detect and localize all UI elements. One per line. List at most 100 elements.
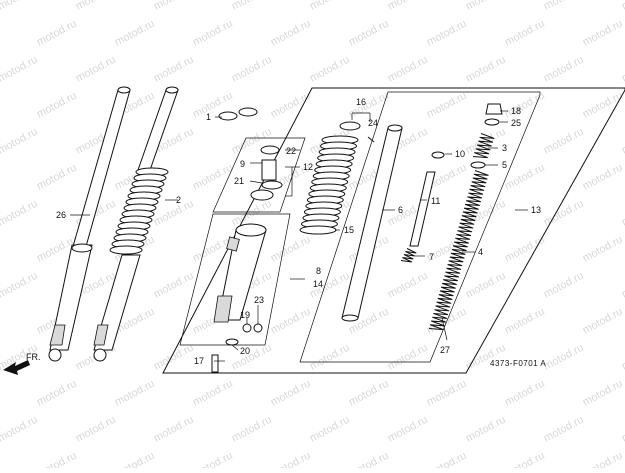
watermark-text: motod.ru xyxy=(269,90,313,121)
callout-8: 8 xyxy=(316,266,321,276)
watermark-text: motod.ru xyxy=(308,414,352,445)
callout-6: 6 xyxy=(398,205,403,215)
watermark-text: motod.ru xyxy=(191,162,235,193)
callout-22: 22 xyxy=(286,146,296,156)
watermark-text: motod.ru xyxy=(464,414,508,445)
diagram-code: 4373-F0701 A xyxy=(490,359,546,368)
watermark-text: motod.ru xyxy=(620,198,625,229)
watermark-text: motod.ru xyxy=(74,0,118,13)
coil xyxy=(400,248,417,263)
part-17-bolt xyxy=(211,354,219,373)
watermark-text: motod.ru xyxy=(113,18,157,49)
watermark-text: motod.ru xyxy=(0,450,1,468)
watermark-text: motod.ru xyxy=(269,450,313,468)
watermark-text: motod.ru xyxy=(425,18,469,49)
watermark-text: motod.ru xyxy=(152,54,196,85)
watermark-text: motod.ru xyxy=(347,90,391,121)
watermark-text: motod.ru xyxy=(464,54,508,85)
callout-labels: 1 2 3 4 5 6 7 8 9 10 11 12 13 14 15 16 1… xyxy=(56,97,541,366)
assembled-fork-left xyxy=(48,86,131,362)
watermark-text: motod.ru xyxy=(308,0,352,13)
watermark-text: motod.ru xyxy=(269,18,313,49)
part-19-washer xyxy=(242,323,252,333)
callout-27: 27 xyxy=(440,345,450,355)
assembled-fork-right xyxy=(93,86,179,362)
watermark-text: motod.ru xyxy=(542,342,586,373)
part-5-washer xyxy=(470,161,486,169)
watermark-text: motod.ru xyxy=(425,378,469,409)
outer-frame xyxy=(162,87,625,374)
coil xyxy=(472,133,495,159)
callout-19: 19 xyxy=(240,310,250,320)
watermark-text: motod.ru xyxy=(503,234,547,265)
watermark-text: motod.ru xyxy=(464,342,508,373)
watermark-text: motod.ru xyxy=(386,414,430,445)
watermark-text: motod.ru xyxy=(0,306,1,337)
watermark-text: motod.ru xyxy=(152,414,196,445)
watermark-text: motod.ru xyxy=(35,378,79,409)
watermark-text: motod.ru xyxy=(347,18,391,49)
callout-3: 3 xyxy=(502,143,507,153)
part-21-washer xyxy=(261,180,283,190)
watermark-text: motod.ru xyxy=(464,270,508,301)
callout-15: 15 xyxy=(344,225,354,235)
watermark-text: motod.ru xyxy=(0,270,40,301)
part-4-spring xyxy=(428,170,489,331)
callout-26: 26 xyxy=(56,210,66,220)
bellows-ring xyxy=(299,225,337,235)
watermark-text: motod.ru xyxy=(230,342,274,373)
part-15-boot xyxy=(299,135,359,235)
watermark-text: motod.ru xyxy=(0,0,40,13)
watermark-text: motod.ru xyxy=(35,90,79,121)
watermark-text: motod.ru xyxy=(191,450,235,468)
part-1-seals xyxy=(218,107,258,121)
watermark-text: motod.ru xyxy=(542,414,586,445)
watermark-text: motod.ru xyxy=(269,234,313,265)
watermark-text: motod.ru xyxy=(581,18,625,49)
watermark-text: motod.ru xyxy=(425,450,469,468)
watermark-text: motod.ru xyxy=(152,342,196,373)
callout-2: 2 xyxy=(176,195,181,205)
callout-12: 12 xyxy=(303,162,313,172)
watermark-text: motod.ru xyxy=(0,234,1,265)
callout-11: 11 xyxy=(431,196,440,206)
callout-21: 21 xyxy=(234,176,244,186)
watermark-text: motod.ru xyxy=(386,0,430,13)
watermark-text: motod.ru xyxy=(230,414,274,445)
part-25-oring xyxy=(484,118,500,126)
watermark-text: motod.ru xyxy=(464,0,508,13)
watermark-text: motod.ru xyxy=(503,450,547,468)
watermark-text: motod.ru xyxy=(0,54,40,85)
watermark-text: motod.ru xyxy=(35,450,79,468)
callout-23: 23 xyxy=(254,295,264,305)
callout-9: 9 xyxy=(240,159,245,169)
leader-lines xyxy=(70,110,528,362)
watermark-text: motod.ru xyxy=(0,414,40,445)
callout-14: 14 xyxy=(313,279,323,289)
callout-4: 4 xyxy=(478,247,483,257)
callout-16: 16 xyxy=(356,97,366,107)
right-frame xyxy=(299,91,541,363)
callout-13: 13 xyxy=(531,205,541,215)
part-20-washer xyxy=(225,338,239,346)
part-3-spacer xyxy=(472,133,495,159)
watermark-text: motod.ru xyxy=(152,0,196,13)
watermark-text: motod.ru xyxy=(0,126,40,157)
watermark-text: motod.ru xyxy=(581,450,625,468)
watermark-text: motod.ru xyxy=(581,378,625,409)
watermark-text: motod.ru xyxy=(230,54,274,85)
watermark-text: motod.ru xyxy=(620,414,625,445)
callout-25: 25 xyxy=(511,118,521,128)
watermark-text: motod.ru xyxy=(35,162,79,193)
watermark-text: motod.ru xyxy=(113,450,157,468)
watermark-text: motod.ru xyxy=(542,0,586,13)
watermark-text: motod.ru xyxy=(0,18,1,49)
watermark-text: motod.ru xyxy=(386,54,430,85)
part-6-inner-tube xyxy=(341,124,403,322)
part-9-collar xyxy=(261,159,277,181)
watermark-text: motod.ru xyxy=(308,342,352,373)
watermark-text: motod.ru xyxy=(269,378,313,409)
watermark-text: motod.ru xyxy=(0,378,1,409)
watermark-text: motod.ru xyxy=(386,342,430,373)
